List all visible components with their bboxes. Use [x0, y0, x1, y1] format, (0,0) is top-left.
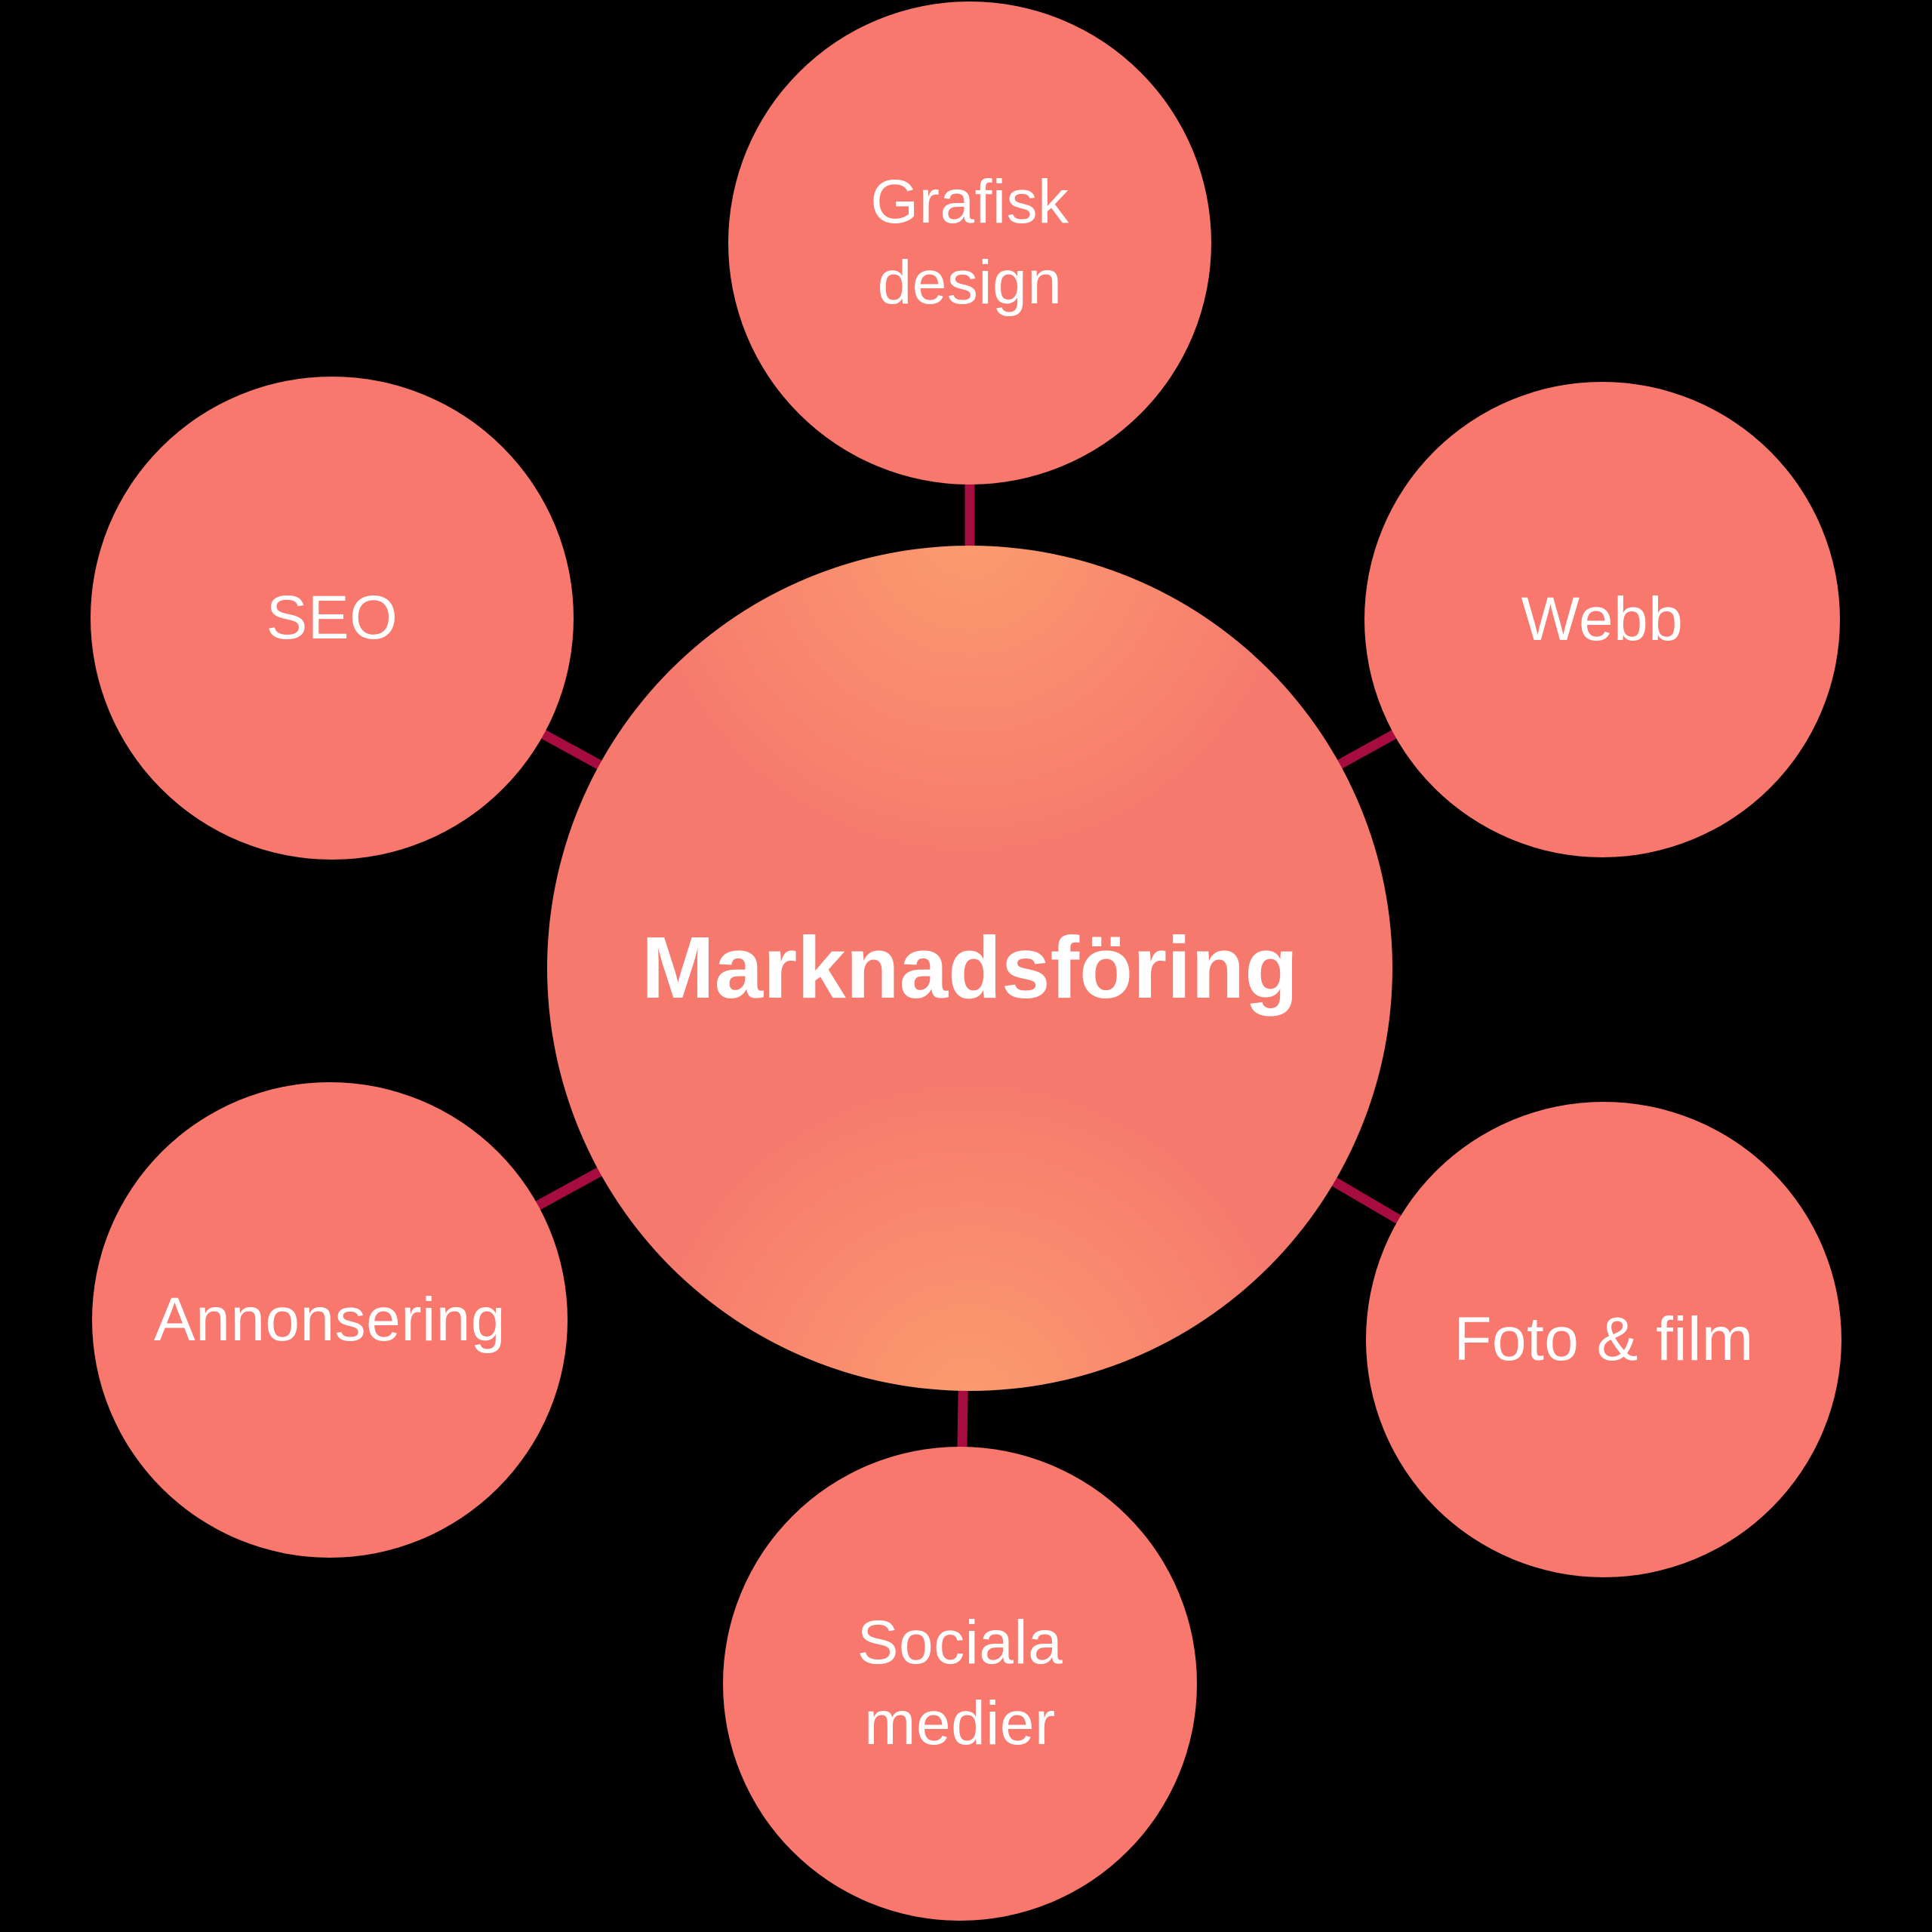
satellite-label-seo: SEO [266, 583, 398, 652]
node-webb: Webb [1364, 382, 1840, 857]
node-grafisk-design: Grafisk design [728, 2, 1211, 485]
satellite-label-sociala-medier: Sociala medier [857, 1608, 1063, 1758]
node-seo: SEO [91, 377, 574, 860]
node-sociala-medier: Sociala medier [723, 1447, 1197, 1921]
satellite-label-foto-film: Foto & film [1454, 1304, 1754, 1374]
node-foto-film: Foto & film [1366, 1102, 1841, 1577]
center-node-label: Marknadsföring [641, 918, 1299, 1017]
satellite-label-grafisk-design: Grafisk design [870, 168, 1069, 317]
node-annonsering: Annonsering [92, 1082, 568, 1558]
satellite-label-webb: Webb [1521, 584, 1684, 654]
satellite-label-annonsering: Annonsering [154, 1284, 506, 1354]
node-marknadsforing: Marknadsföring [547, 546, 1392, 1391]
